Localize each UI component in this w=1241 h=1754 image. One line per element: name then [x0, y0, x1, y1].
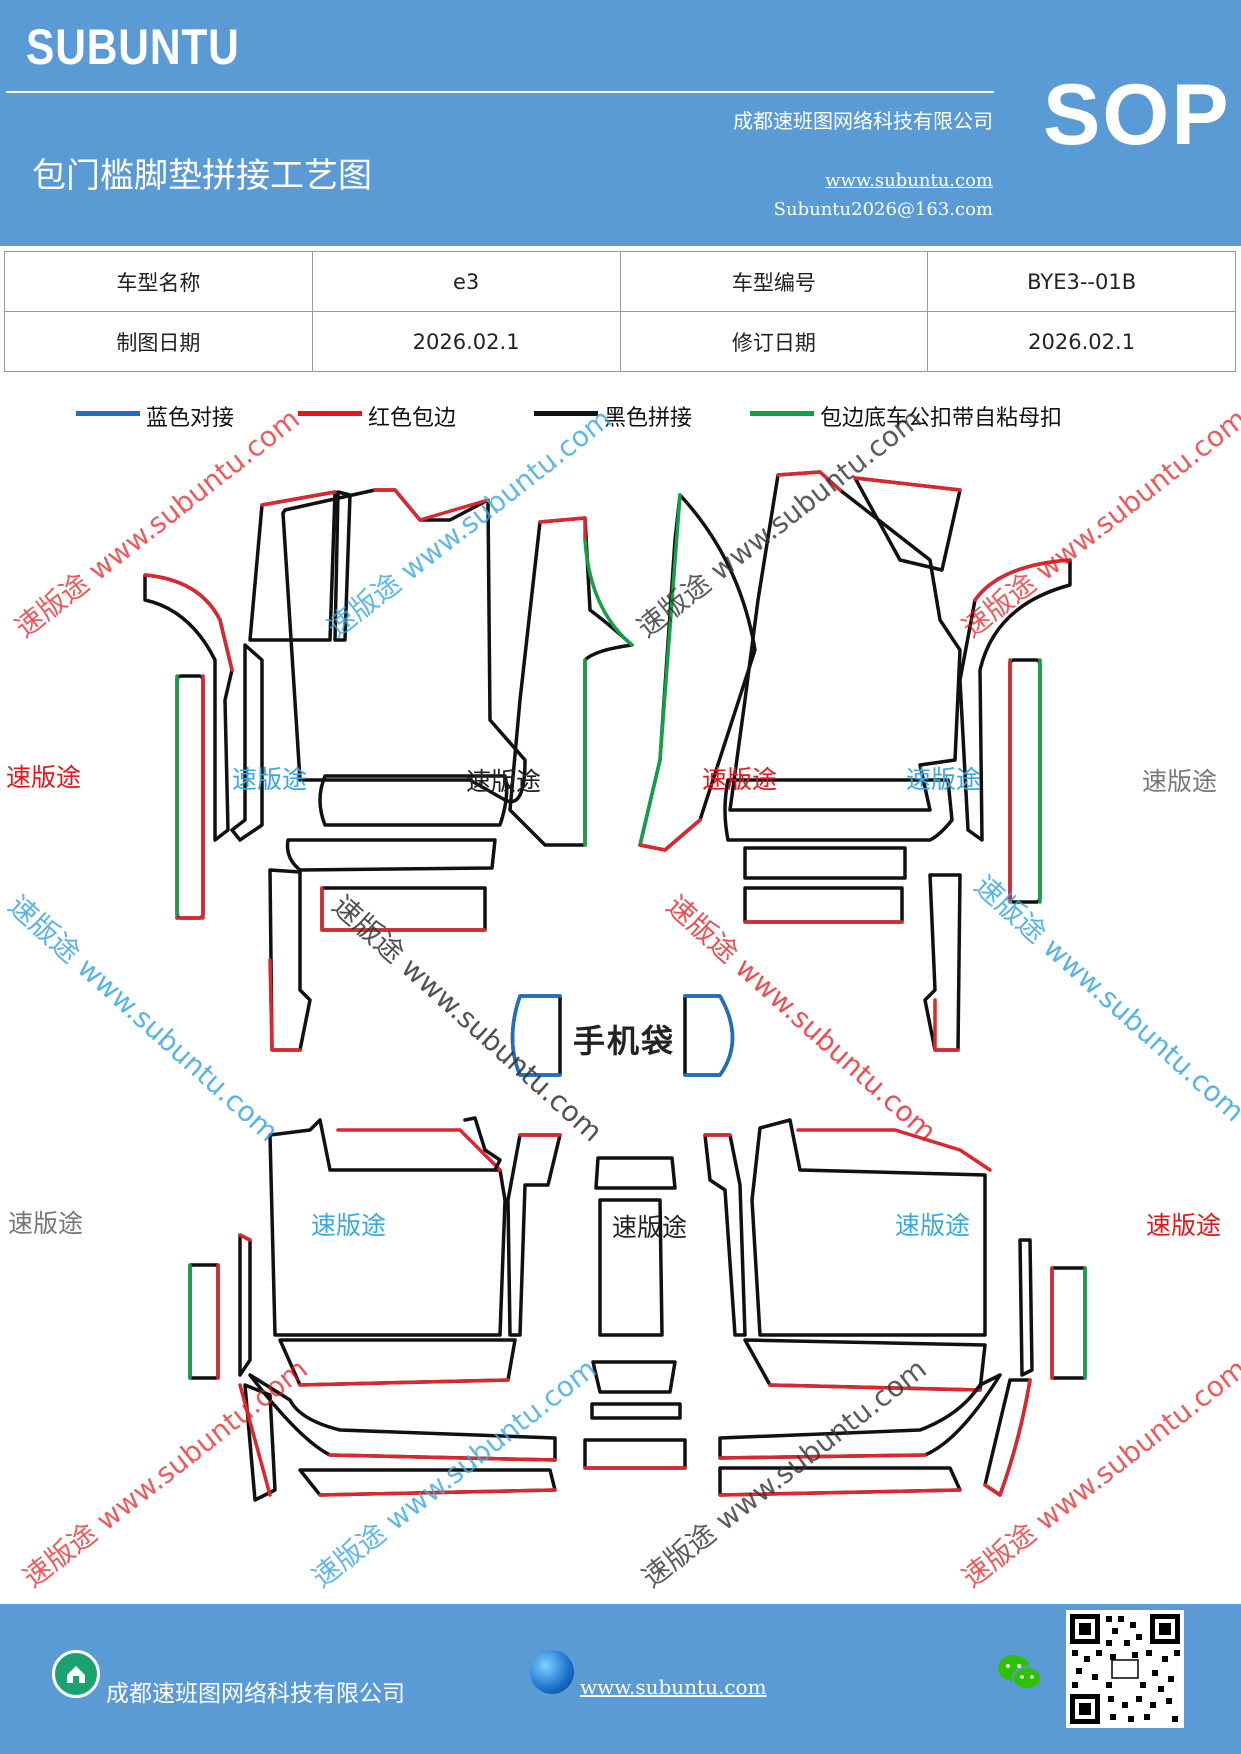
phone-bag-label: 手机袋	[573, 1022, 676, 1060]
watermark-text: 速版途	[6, 763, 82, 792]
rear-left-mat	[188, 1116, 562, 1502]
model-name-label: 车型名称	[4, 251, 313, 312]
table-row: 制图日期 2026.02.1 修订日期 2026.02.1	[4, 311, 1236, 372]
watermark-text: 速版途	[612, 1213, 688, 1242]
page-title: 包门槛脚垫拼接工艺图	[32, 156, 372, 196]
phone-bag-pieces	[510, 994, 735, 1077]
model-name-value: e3	[311, 251, 621, 312]
footer-website-link[interactable]: www.subuntu.com	[580, 1675, 767, 1699]
front-left-mat	[143, 488, 634, 1052]
legend-swatch-red	[298, 411, 362, 416]
footer-company: 成都速班图网络科技有限公司	[106, 1681, 405, 1707]
front-right-mat	[638, 470, 1072, 1052]
table-row: 车型名称 e3 车型编号 BYE3--01B	[4, 251, 1236, 312]
globe-icon	[530, 1650, 574, 1694]
rear-right-mat	[703, 1118, 1087, 1497]
legend-label: 蓝色对接	[146, 406, 235, 431]
info-table: 车型名称 e3 车型编号 BYE3--01B 制图日期 2026.02.1 修订…	[4, 251, 1236, 372]
header-email: Subuntu2026@163.com	[773, 199, 993, 220]
wechat-icon[interactable]	[996, 1652, 1044, 1694]
header-divider	[6, 91, 994, 93]
draw-date-label: 制图日期	[4, 311, 313, 372]
legend-swatch-black	[534, 411, 598, 416]
draw-date-value: 2026.02.1	[311, 311, 621, 372]
header-banner: SUBUNTU 成都速班图网络科技有限公司 包门槛脚垫拼接工艺图 www.sub…	[0, 0, 1241, 246]
watermark-text: 速版途	[895, 1211, 971, 1240]
brand-logo: SUBUNTU	[26, 19, 240, 75]
watermark-text: 速版途	[311, 1211, 387, 1240]
legend-swatch-green	[750, 411, 814, 416]
legend-swatch-blue	[76, 411, 140, 416]
watermark-text: 速版途	[702, 765, 778, 794]
header-company: 成都速班图网络科技有限公司	[733, 109, 993, 133]
sop-badge: SOP	[1043, 67, 1231, 163]
legend-label: 黑色拼接	[604, 406, 693, 431]
watermark-text: 速版途	[232, 765, 308, 794]
watermark-text: 速版途	[906, 765, 982, 794]
model-code-label: 车型编号	[619, 251, 929, 312]
watermark-text: 速版途	[1142, 767, 1218, 796]
model-code-value: BYE3--01B	[927, 251, 1236, 312]
floor-mat-pattern-drawing	[143, 470, 1087, 1502]
watermark-text: 速版途	[8, 1209, 84, 1238]
rear-center-mat	[583, 1156, 687, 1470]
header-website-link[interactable]: www.subuntu.com	[825, 170, 993, 191]
qr-code	[1066, 1610, 1184, 1728]
legend-label: 包边底车公扣带自粘母扣	[820, 406, 1063, 431]
house-icon	[52, 1650, 100, 1698]
revise-date-label: 修订日期	[619, 311, 929, 372]
watermark-text: 速版途	[466, 767, 542, 796]
watermark-text: 速版途	[1146, 1211, 1222, 1240]
revise-date-value: 2026.02.1	[927, 311, 1236, 372]
legend-label: 红色包边	[368, 406, 457, 431]
